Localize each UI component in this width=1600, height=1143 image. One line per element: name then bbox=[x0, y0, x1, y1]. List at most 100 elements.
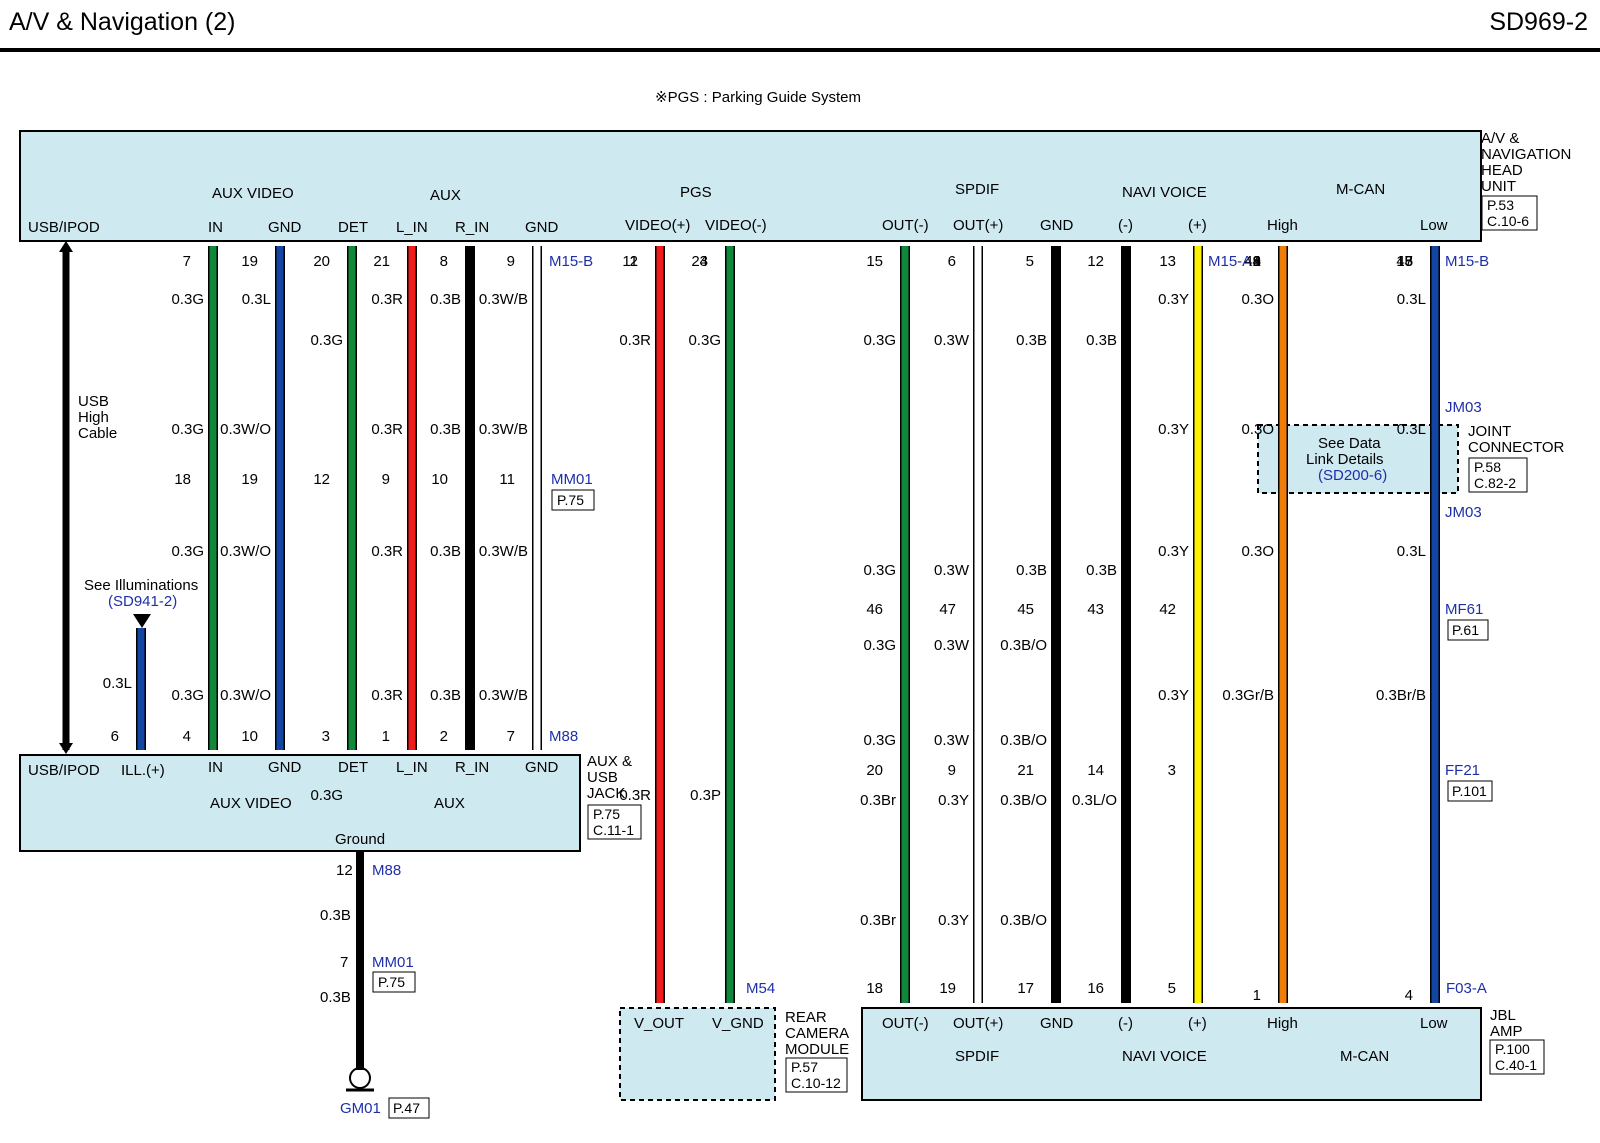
hu-group-mcan: M-CAN bbox=[1336, 181, 1385, 198]
ground-wire-label-1: 0.3B bbox=[320, 907, 351, 924]
jack-group-aux-video: AUX VIDEO bbox=[210, 795, 292, 812]
hu-pin-gnd1: GND bbox=[268, 219, 302, 236]
hu-group-navi-voice: NAVI VOICE bbox=[1122, 184, 1207, 201]
amp-ref-2: C.40-1 bbox=[1495, 1057, 1537, 1073]
hu-pin-out-minus: OUT(-) bbox=[882, 217, 929, 234]
pin-number: 18 bbox=[174, 471, 191, 488]
hu-name-1: A/V & bbox=[1481, 130, 1519, 147]
hu-pin-high: High bbox=[1267, 217, 1298, 234]
wire-size-label: 0.3Y bbox=[1158, 291, 1189, 308]
joint-connector-bottom: JM03 bbox=[1445, 504, 1482, 521]
pin-number: 5 bbox=[1168, 980, 1176, 997]
wire-size-label: 0.3G bbox=[863, 562, 896, 579]
splice-ff21-ref: P.101 bbox=[1452, 783, 1487, 799]
amp-connector: F03-A bbox=[1446, 980, 1487, 997]
wire-size-label: 0.3Y bbox=[1158, 543, 1189, 560]
wire-size-label: 0.3L bbox=[103, 675, 132, 692]
wire-size-label: 0.3Y bbox=[938, 912, 969, 929]
pin-number: 4 bbox=[183, 728, 191, 745]
wire-size-label: 0.3Y bbox=[1158, 687, 1189, 704]
pin-number: 9 bbox=[382, 471, 390, 488]
cam-ref-1: P.57 bbox=[791, 1059, 818, 1075]
pin-number: 3 bbox=[322, 728, 330, 745]
head-unit-box bbox=[19, 130, 1482, 242]
amp-group-spdif: SPDIF bbox=[955, 1048, 999, 1065]
wire-size-label: 0.3B bbox=[430, 687, 461, 704]
wire-size-label: 0.3G bbox=[863, 332, 896, 349]
page-title: A/V & Navigation (2) bbox=[9, 8, 236, 36]
wire-size-label: 0.3L/O bbox=[1072, 792, 1117, 809]
jack-pin-gnd1: GND bbox=[268, 759, 302, 776]
hu-pin-gnd2: GND bbox=[525, 219, 559, 236]
wire-size-label: 0.3Br bbox=[860, 912, 896, 929]
usb-cable-3: Cable bbox=[78, 425, 117, 442]
splice-ff21-ref-box bbox=[1447, 780, 1493, 802]
ground-pin-12: 12 bbox=[336, 862, 353, 879]
pgs-note: ※PGS : Parking Guide System bbox=[655, 89, 861, 106]
splice-mm01-ref: P.75 bbox=[557, 492, 584, 508]
hu-name-4: UNIT bbox=[1481, 178, 1516, 195]
wire-size-label: 0.3W/O bbox=[220, 421, 271, 438]
hu-ref-1: P.53 bbox=[1487, 197, 1514, 213]
wire-size-label: 0.3G bbox=[863, 637, 896, 654]
ground-name-ref: P.47 bbox=[393, 1100, 420, 1116]
pin-number: 6 bbox=[111, 728, 119, 745]
wire-size-label: 0.3G bbox=[171, 543, 204, 560]
wire-size-label: 0.3W/B bbox=[479, 687, 528, 704]
wire-size-label: 0.3B bbox=[1016, 562, 1047, 579]
header-divider bbox=[0, 48, 1600, 52]
rear-camera-box bbox=[619, 1007, 776, 1101]
wire-size-label: 0.3G bbox=[310, 332, 343, 349]
amp-pin-low: Low bbox=[1420, 1015, 1448, 1032]
wire-size-label: 0.3W/B bbox=[479, 291, 528, 308]
wire-size-label: 0.3O bbox=[1241, 421, 1274, 438]
pin-number: 18 bbox=[866, 980, 883, 997]
ground-pin-7: 7 bbox=[340, 954, 348, 971]
illum-arrow-icon bbox=[133, 614, 151, 628]
pin-number: 11 bbox=[622, 253, 638, 270]
cam-ref-box bbox=[785, 1057, 848, 1093]
hu-connector-m15a: M15-A bbox=[1208, 253, 1252, 270]
joint-name-2: CONNECTOR bbox=[1468, 439, 1565, 456]
ground-ref: P.75 bbox=[378, 974, 405, 990]
jack-name-3: JACK bbox=[587, 785, 625, 802]
joint-ref-box bbox=[1468, 457, 1528, 493]
wire-size-label: 0.3W/B bbox=[479, 421, 528, 438]
pin-number: 19 bbox=[241, 471, 258, 488]
hu-group-aux-video: AUX VIDEO bbox=[212, 185, 294, 202]
pin-number: 15 bbox=[866, 253, 883, 270]
usb-arrow-bottom bbox=[59, 743, 73, 754]
joint-text-2: Link Details bbox=[1306, 451, 1384, 468]
wire-size-label: 0.3G bbox=[171, 421, 204, 438]
jack-pin-gnd2: GND bbox=[525, 759, 559, 776]
ground-conn-mm01: MM01 bbox=[372, 954, 414, 971]
hu-connector-m15b-right: M15-B bbox=[1445, 253, 1489, 270]
jack-name-2: USB bbox=[587, 769, 618, 786]
pin-number: 42 bbox=[1159, 601, 1176, 618]
splice-ff21-name: FF21 bbox=[1445, 762, 1480, 779]
pin-number: 8 bbox=[1253, 253, 1261, 270]
hu-pin-low: Low bbox=[1420, 217, 1448, 234]
pin-number: 13 bbox=[1396, 253, 1413, 270]
jack-ref-box bbox=[587, 804, 642, 840]
wire-size-label: 0.3B/O bbox=[1000, 732, 1047, 749]
wire-size-label: 0.3Y bbox=[938, 792, 969, 809]
splice-mm01-name: MM01 bbox=[551, 471, 593, 488]
usb-cable-2: High bbox=[78, 409, 109, 426]
pin-number: 8 bbox=[440, 253, 448, 270]
cam-ref-2: C.10-12 bbox=[791, 1075, 841, 1091]
pin-number: 2 bbox=[630, 253, 638, 270]
jack-pin-lin: L_IN bbox=[396, 759, 428, 776]
wire-size-label: 0.3B bbox=[430, 291, 461, 308]
wire-size-label: 0.3O bbox=[1241, 291, 1274, 308]
usb-cable-1: USB bbox=[78, 393, 109, 410]
hu-name-3: HEAD bbox=[1481, 162, 1523, 179]
wire-size-label: 0.3Br/B bbox=[1376, 687, 1426, 704]
jack-pin-rin: R_IN bbox=[455, 759, 489, 776]
jack-name-1: AUX & bbox=[587, 753, 632, 770]
pin-number: 7 bbox=[183, 253, 191, 270]
cam-connector: M54 bbox=[746, 980, 775, 997]
joint-ref-1: P.58 bbox=[1474, 459, 1501, 475]
amp-name-2: AMP bbox=[1490, 1023, 1523, 1040]
pin-number: 3 bbox=[700, 253, 708, 270]
